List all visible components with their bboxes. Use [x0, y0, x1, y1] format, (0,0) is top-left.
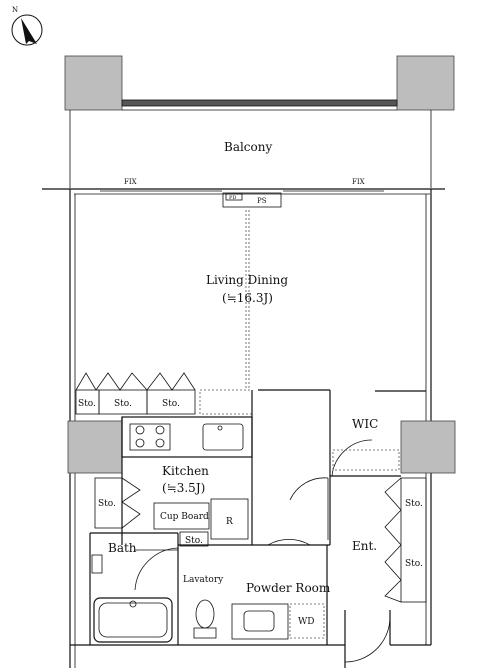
- column-left: [67, 420, 123, 474]
- burner-icon-3: [135, 438, 145, 448]
- toilet-tank: [193, 627, 217, 639]
- entrance-storage-doors: [384, 477, 402, 603]
- door-swing-wic: [331, 439, 373, 477]
- lavatory-area: Sto. Lavatory Powder Room WD: [179, 531, 331, 640]
- sto-label-3: Sto.: [162, 399, 180, 409]
- cup-board-label: Cup Board: [160, 512, 209, 522]
- washbasin-counter: [231, 603, 289, 640]
- washbasin: [243, 610, 275, 632]
- burner-icon-2: [155, 425, 165, 435]
- sto-label-lavatory: Sto.: [185, 536, 203, 546]
- room-label-lavatory: Lavatory: [183, 575, 224, 585]
- room-label-bath: Bath: [108, 541, 137, 555]
- sto-label-kitchen: Sto.: [98, 499, 116, 509]
- bath-shower-controls: [91, 554, 103, 574]
- kitchen-stove: [129, 423, 171, 451]
- washer-dryer: [289, 603, 325, 639]
- bath-area: Bath: [91, 541, 173, 643]
- door-swing-lavatory: [267, 539, 311, 546]
- compass-circle: [11, 14, 43, 46]
- sto-label-1: Sto.: [78, 399, 96, 409]
- kitchen-storage-door: [121, 477, 141, 529]
- compass-north-label: N: [12, 6, 18, 14]
- door-swing-bath: [134, 547, 179, 591]
- pd-label: PD: [229, 195, 236, 201]
- room-label-wic: WIC: [352, 417, 378, 431]
- room-area-living-dining: (≒16.3J): [222, 291, 273, 305]
- fix-label-right: FIX: [352, 178, 365, 186]
- sto-label-2: Sto.: [114, 399, 132, 409]
- sto-label-ent-2: Sto.: [405, 559, 423, 569]
- living-counter-dotted: [199, 389, 253, 415]
- room-label-kitchen: Kitchen: [162, 464, 209, 478]
- room-label-powder-room: Powder Room: [246, 581, 331, 595]
- storage-box-3: [146, 389, 196, 415]
- refrigerator-label: R: [226, 517, 233, 527]
- balcony-railing: [121, 99, 398, 107]
- bathtub: [93, 597, 173, 643]
- fix-label-left: FIX: [124, 178, 137, 186]
- column-right: [400, 420, 456, 474]
- bath-faucet-icon: [129, 600, 137, 608]
- balcony-column-right: [396, 55, 455, 111]
- room-label-entrance: Ent.: [352, 539, 377, 553]
- room-label-balcony: Balcony: [224, 140, 272, 154]
- kitchen-counter: [121, 416, 253, 458]
- burner-icon-1: [135, 425, 145, 435]
- toilet-bowl: [195, 599, 215, 629]
- room-area-kitchen: (≒3.5J): [162, 481, 205, 495]
- bathtub-inner: [98, 602, 168, 638]
- pd-box: [225, 193, 243, 201]
- entrance-storage-box: [400, 477, 427, 603]
- north-arrow-icon: [21, 18, 37, 44]
- refrigerator: [210, 498, 249, 540]
- door-swing-hall: [289, 477, 329, 501]
- washer-dryer-label: WD: [298, 617, 314, 627]
- cup-board: [153, 502, 210, 530]
- doors: [134, 439, 391, 663]
- balcony-column-left: [64, 55, 123, 111]
- faucet-icon: [217, 425, 223, 431]
- wic-shelf: [332, 449, 400, 471]
- ps-box: [222, 192, 282, 208]
- pipe-shaft: PD PS: [222, 192, 282, 390]
- door-swing-entrance: [344, 616, 391, 663]
- entrance-storage: Sto. Sto.: [384, 477, 427, 603]
- sto-label-ent-1: Sto.: [405, 499, 423, 509]
- room-label-living-dining: Living Dining: [206, 273, 288, 287]
- lavatory-storage: [179, 531, 209, 547]
- living-storage: Sto. Sto. Sto.: [75, 372, 196, 415]
- balcony-area: [64, 55, 455, 188]
- interior-walls: [89, 389, 426, 668]
- burner-icon-4: [155, 438, 165, 448]
- compass: N: [11, 6, 43, 46]
- storage-door-swing: [75, 372, 196, 391]
- ps-label: PS: [257, 197, 267, 205]
- kitchen-sink: [202, 423, 244, 451]
